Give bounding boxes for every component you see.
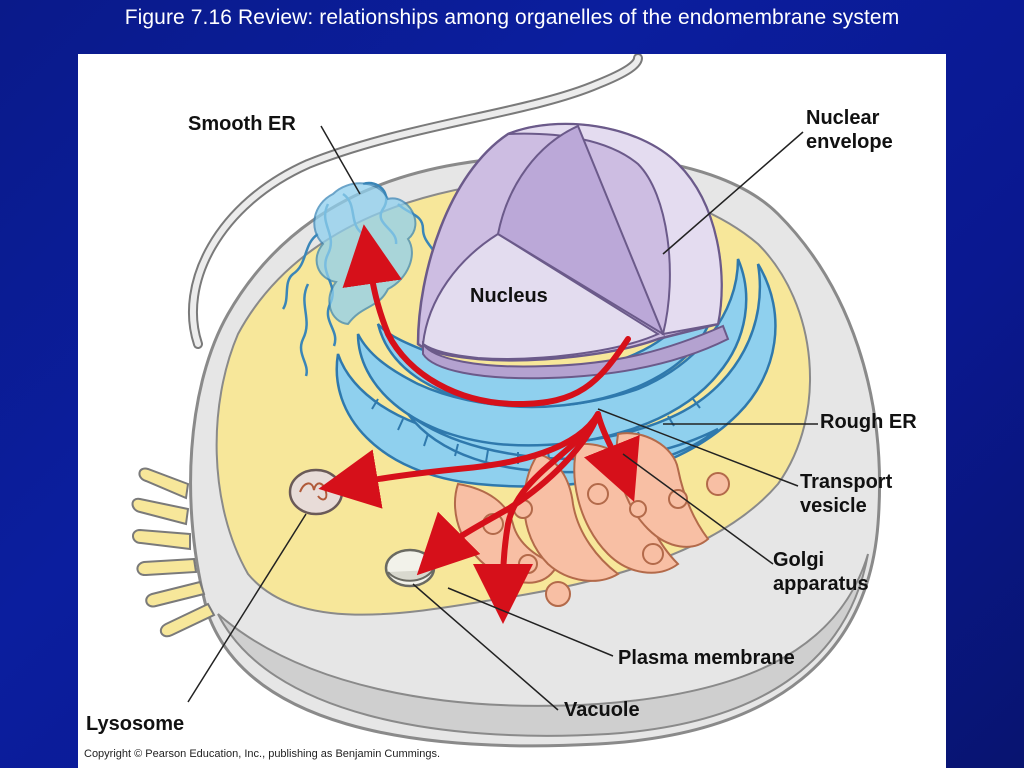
figure-panel: Smooth ER Nuclear envelope Nucleus Rough…: [78, 54, 946, 768]
microvilli: [131, 467, 216, 638]
arrow-rough-er-to-smooth-er: [342, 224, 631, 408]
label-nucleus: Nucleus: [470, 285, 548, 307]
label-smooth-er: Smooth ER: [188, 113, 296, 135]
nucleus-cut-face: [421, 232, 661, 360]
label-plasma-membrane: Plasma membrane: [618, 647, 795, 669]
copyright-notice: Copyright © Pearson Education, Inc., pub…: [84, 748, 441, 760]
arrow-to-plasma-membrane: [473, 411, 601, 624]
label-vacuole: Vacuole: [564, 699, 640, 721]
arrow-to-vacuole: [416, 411, 601, 576]
slide-title: Figure 7.16 Review: relationships among …: [124, 6, 900, 29]
label-transport-vesicle: Transport vesicle: [800, 471, 893, 517]
endomembrane-diagram: [131, 54, 882, 748]
nucleus: [416, 122, 730, 380]
golgi-apparatus: [453, 432, 730, 607]
arrow-to-lysosome: [318, 411, 601, 509]
label-rough-er: Rough ER: [820, 411, 917, 433]
arrow-to-golgi: [584, 411, 640, 502]
leader-lines: [187, 125, 818, 711]
label-nuclear-envelope: Nuclear envelope: [806, 107, 893, 153]
pathway-arrows: [318, 224, 640, 624]
lysosome: [288, 468, 344, 516]
label-golgi-apparatus: Golgi apparatus: [773, 549, 869, 595]
label-lysosome: Lysosome: [86, 713, 185, 735]
vacuole: [384, 548, 436, 588]
cell-lower-rim: [217, 553, 869, 737]
